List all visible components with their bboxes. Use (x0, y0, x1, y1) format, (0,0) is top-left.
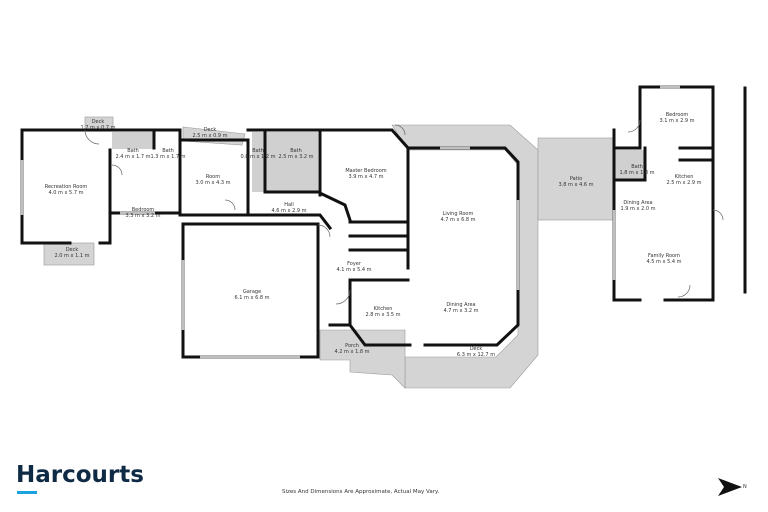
harcourts-logo: Harcourts (16, 462, 144, 488)
windows (20, 85, 680, 359)
logo-underline (17, 491, 37, 494)
doors (84, 119, 724, 305)
north-arrow-icon (718, 478, 742, 496)
disclaimer-text: Sizes And Dimensions Are Approximate, Ac… (282, 489, 440, 495)
north-label: N (743, 484, 747, 490)
